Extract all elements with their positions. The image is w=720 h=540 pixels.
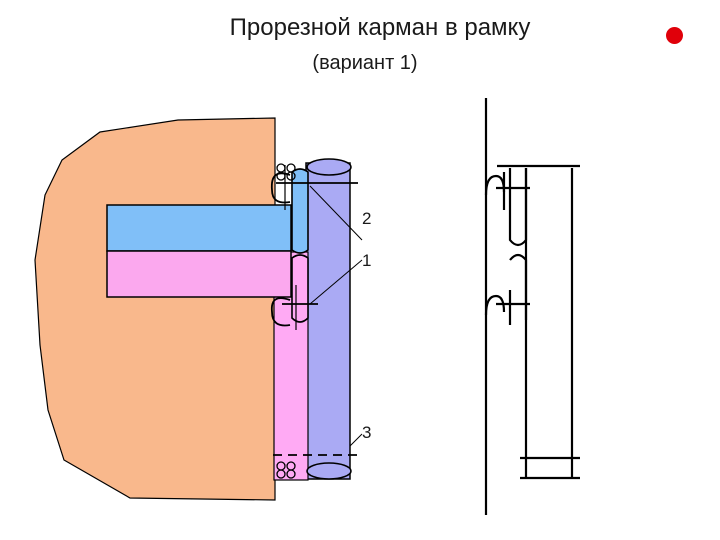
red-dot-marker [666,27,683,44]
cross-section-view [484,98,580,515]
lining-top-cap [306,158,352,176]
leader-line-2 [309,185,363,241]
assembled-view: 2 1 3 [34,117,371,501]
slide-title: Прорезной карман в рамку [229,14,531,41]
slide-subtitle: (вариант 1) [312,52,418,74]
label-2: 2 [362,209,371,228]
section-upper-welt [508,168,528,247]
upper-welt-fold [291,168,309,254]
leader-line-3 [349,433,363,447]
label-1: 1 [362,251,371,270]
leader-line-1 [309,259,363,305]
lining-strip [305,162,351,480]
lower-welt-fold [291,254,309,323]
top-facing [106,204,292,252]
overlock-top [276,163,296,181]
section-lower-welt [509,253,528,320]
overlock-bottom [276,461,296,479]
section-upper-hook [484,174,506,196]
label-3: 3 [362,423,371,442]
upper-hook [270,172,291,204]
garment-body [34,117,276,501]
section-lower-hook [484,294,506,316]
bottom-facing [106,250,292,298]
lower-hook [270,297,291,327]
lining-bottom-cap [306,462,352,480]
